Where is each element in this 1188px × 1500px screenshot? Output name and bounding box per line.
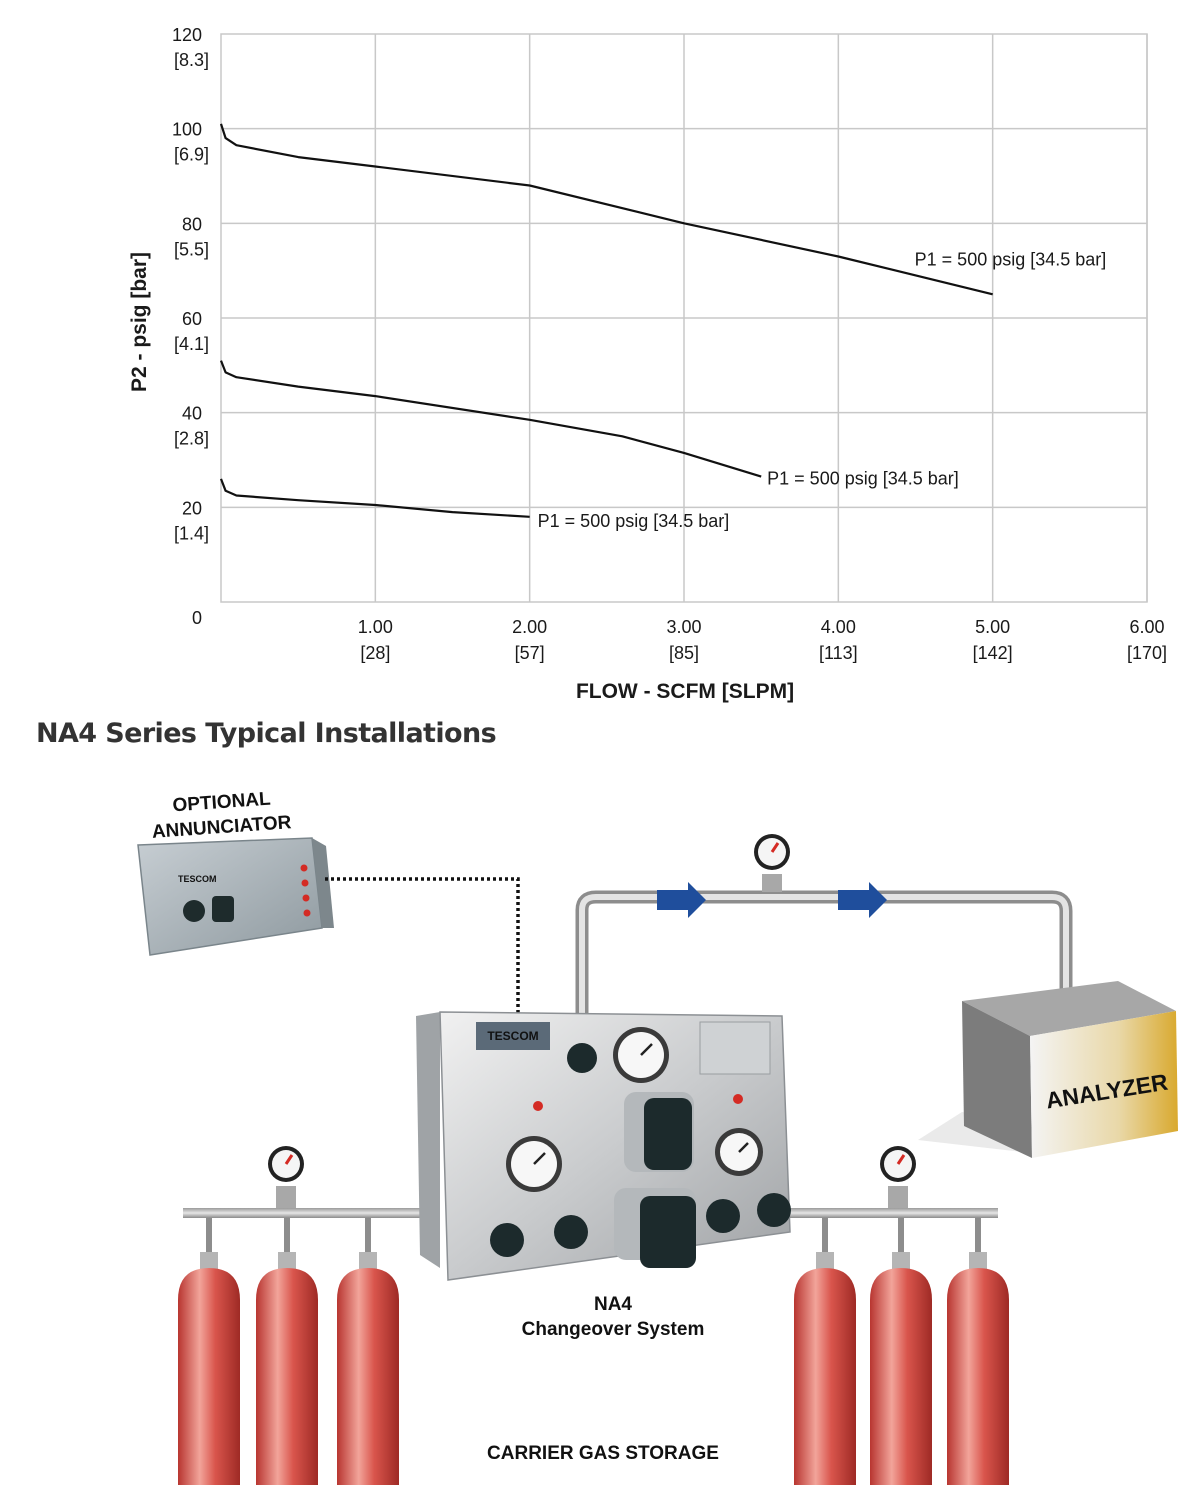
annunciator-side [312, 838, 334, 928]
x-tick-label: 5.00 [975, 617, 1010, 637]
y-tick-sublabel: [6.9] [174, 145, 209, 165]
y-tick-label: 80 [182, 214, 202, 234]
x-tick-sublabel: [57] [515, 643, 545, 663]
right-manifold-gauge-icon [880, 1146, 916, 1208]
panel-left-gauge-icon [506, 1136, 562, 1192]
y-tick-label: 60 [182, 309, 202, 329]
y-tick-sublabel: [1.4] [174, 523, 209, 543]
y-axis-label: P2 - psig [bar] [128, 252, 151, 392]
y-tick-sublabel: [5.5] [174, 239, 209, 259]
gas-cylinder [947, 1252, 1009, 1485]
right-manifold [776, 1146, 998, 1258]
panel-knob-icon [567, 1043, 597, 1073]
panel-indicator-light [533, 1101, 543, 1111]
panel-knob-icon [490, 1223, 524, 1257]
y-tick-label: 20 [182, 498, 202, 518]
system-label-line1: NA4 [594, 1294, 632, 1315]
left-manifold [183, 1146, 423, 1258]
na4-changeover-panel: TESCOM [416, 1011, 791, 1281]
panel-outlet-gauge-icon [613, 1027, 669, 1083]
gas-cylinder [337, 1252, 399, 1485]
gas-cylinder [256, 1252, 318, 1485]
x-tick-sublabel: [28] [360, 643, 390, 663]
x-tick-label: 1.00 [358, 617, 393, 637]
chart-series: P1 = 500 psig [34.5 bar] P1 = 500 psig [3… [219, 123, 1107, 531]
x-tick-sublabel: [113] [819, 643, 858, 663]
panel-indicator-light [733, 1094, 743, 1104]
annunciator-knob-1 [183, 900, 205, 922]
series-label: P1 = 500 psig [34.5 bar] [767, 469, 959, 489]
x-tick-sublabel: [85] [669, 643, 699, 663]
series-label: P1 = 500 psig [34.5 bar] [538, 511, 730, 531]
series-line [219, 360, 762, 478]
right-gas-cylinders [794, 1252, 1009, 1485]
annunciator-group: OPTIONAL ANNUNCIATOR TESCOM [137, 789, 520, 1013]
chart-grid [220, 33, 1148, 603]
pressure-flow-chart: 1.00 [28] 2.00 [57] 3.00 [85] 4.00 [113] 5.00 [14… [128, 25, 1167, 703]
x-axis-label: FLOW - SCFM [SLPM] [576, 680, 794, 703]
flow-arrow-1 [657, 882, 706, 918]
series-label: P1 = 500 psig [34.5 bar] [915, 249, 1107, 269]
chart-tick-labels: 1.00 [28] 2.00 [57] 3.00 [85] 4.00 [113] 5.00 [14… [172, 25, 1167, 663]
panel-knob-icon [554, 1215, 588, 1249]
y-tick-sublabel: [4.1] [174, 334, 209, 354]
panel-regulator-lower [614, 1188, 696, 1268]
annunciator-signal-wire [325, 877, 520, 1013]
annunciator-indicator-lights [300, 864, 311, 917]
annunciator-label-line1: OPTIONAL [172, 789, 272, 817]
series-line [219, 123, 993, 296]
panel-regulator-upper [624, 1092, 694, 1172]
gas-cylinder [178, 1252, 240, 1485]
gas-cylinder [794, 1252, 856, 1485]
installations-section-title: NA4 Series Typical Installations [36, 718, 497, 749]
y-tick-label: 100 [172, 120, 202, 140]
outlet-pressure-gauge-icon [754, 834, 790, 892]
x-tick-label: 6.00 [1129, 617, 1164, 637]
panel-knob-icon [757, 1193, 791, 1227]
panel-spec-plate [699, 1021, 771, 1075]
analyzer-box: ANALYZER [918, 981, 1178, 1158]
left-manifold-gauge-icon [268, 1146, 304, 1208]
x-tick-sublabel: [142] [973, 643, 1013, 663]
y-tick-sublabel: [2.8] [174, 429, 209, 449]
x-tick-sublabel: [170] [1127, 643, 1167, 663]
panel-brand: TESCOM [487, 1029, 538, 1043]
panel-brand-plate [476, 1022, 550, 1050]
x-tick-label: 2.00 [512, 617, 547, 637]
annunciator-brand: TESCOM [178, 874, 217, 884]
x-tick-label: 3.00 [666, 617, 701, 637]
y-tick-label: 120 [172, 25, 202, 45]
panel-right-gauge-icon [715, 1128, 763, 1176]
storage-label: CARRIER GAS STORAGE [487, 1443, 719, 1464]
panel-knob-icon [706, 1199, 740, 1233]
y-tick-sublabel: [8.3] [174, 50, 209, 70]
outlet-pipeline [575, 834, 1073, 1015]
flow-arrow-2 [838, 882, 887, 918]
annunciator-label-line2: ANNUNCIATOR [151, 812, 292, 843]
installation-diagram: OPTIONAL ANNUNCIATOR TESCOM [137, 789, 1178, 1485]
system-label-line2: Changeover System [522, 1319, 705, 1340]
annunciator-switch [212, 896, 234, 922]
gas-cylinder [870, 1252, 932, 1485]
left-gas-cylinders [178, 1252, 399, 1485]
x-tick-label: 4.00 [821, 617, 856, 637]
y-tick-label: 40 [182, 404, 202, 424]
y-tick-label: 0 [192, 608, 202, 628]
series-line [219, 478, 530, 518]
